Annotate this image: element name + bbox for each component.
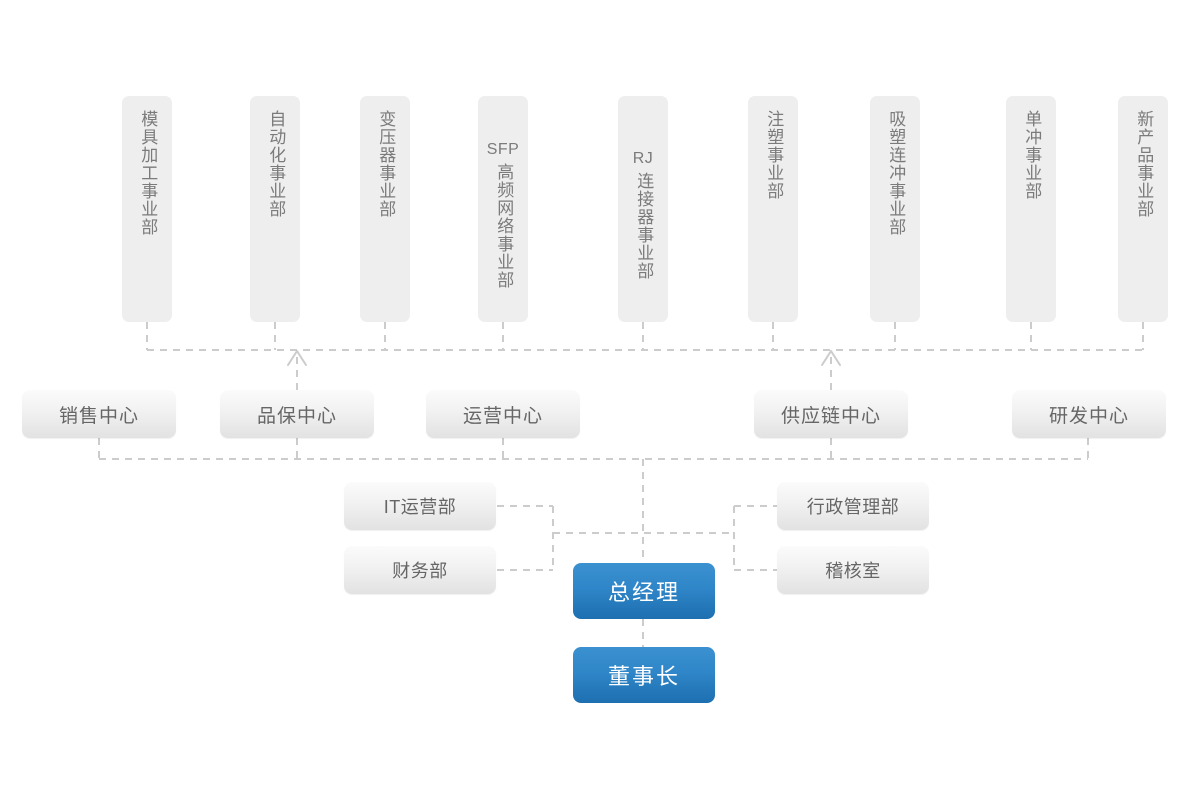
business-unit-box-9[interactable]: 新产品事业部 (1118, 96, 1168, 322)
department-label: IT运营部 (383, 497, 457, 517)
department-box-finance[interactable]: 财务部 (344, 546, 496, 594)
business-unit-prefix: SFP (486, 141, 520, 159)
business-unit-label: 自动化事业部 (266, 110, 286, 218)
business-unit-box-4[interactable]: SFP 高频网络事业部 (478, 96, 528, 322)
business-unit-box-3[interactable]: 变压器事业部 (360, 96, 410, 322)
center-label: 研发中心 (1048, 405, 1129, 427)
arrowhead-quality (287, 350, 307, 366)
business-unit-box-5[interactable]: RJ 连接器事业部 (618, 96, 668, 322)
center-box-rd[interactable]: 研发中心 (1012, 390, 1166, 438)
business-unit-prefix: RJ (632, 150, 654, 168)
business-unit-box-7[interactable]: 吸塑连冲事业部 (870, 96, 920, 322)
department-label: 行政管理部 (806, 497, 900, 517)
business-unit-box-6[interactable]: 注塑事业部 (748, 96, 798, 322)
business-unit-label: 吸塑连冲事业部 (886, 110, 906, 236)
center-box-sales[interactable]: 销售中心 (22, 390, 176, 438)
business-unit-label: 注塑事业部 (764, 110, 784, 200)
department-label: 财务部 (392, 561, 448, 581)
business-unit-box-8[interactable]: 单冲事业部 (1006, 96, 1056, 322)
business-unit-box-1[interactable]: 模具加工事业部 (122, 96, 172, 322)
business-unit-label: 高频网络事业部 (494, 162, 514, 289)
center-label: 品保中心 (256, 405, 337, 427)
department-box-it-operations[interactable]: IT运营部 (344, 482, 496, 530)
department-box-audit[interactable]: 稽核室 (777, 546, 929, 594)
business-unit-label: 单冲事业部 (1022, 110, 1042, 200)
executive-label: 董事长 (607, 664, 680, 689)
center-box-operations[interactable]: 运营中心 (426, 390, 580, 438)
business-unit-label: 新产品事业部 (1134, 110, 1154, 218)
business-unit-box-2[interactable]: 自动化事业部 (250, 96, 300, 322)
executive-box-general-manager[interactable]: 总经理 (573, 563, 715, 619)
executive-label: 总经理 (607, 580, 680, 605)
department-label: 稽核室 (825, 561, 881, 581)
business-unit-label: 连接器事业部 (634, 171, 654, 280)
center-label: 运营中心 (462, 405, 543, 427)
center-label: 销售中心 (58, 405, 139, 427)
business-unit-label: 变压器事业部 (376, 110, 396, 218)
business-unit-label: 模具加工事业部 (138, 110, 158, 236)
executive-box-chairman[interactable]: 董事长 (573, 647, 715, 703)
center-label: 供应链中心 (780, 405, 881, 427)
center-box-quality[interactable]: 品保中心 (220, 390, 374, 438)
center-box-supply-chain[interactable]: 供应链中心 (754, 390, 908, 438)
department-box-administration[interactable]: 行政管理部 (777, 482, 929, 530)
arrowhead-supplychain (821, 350, 841, 366)
